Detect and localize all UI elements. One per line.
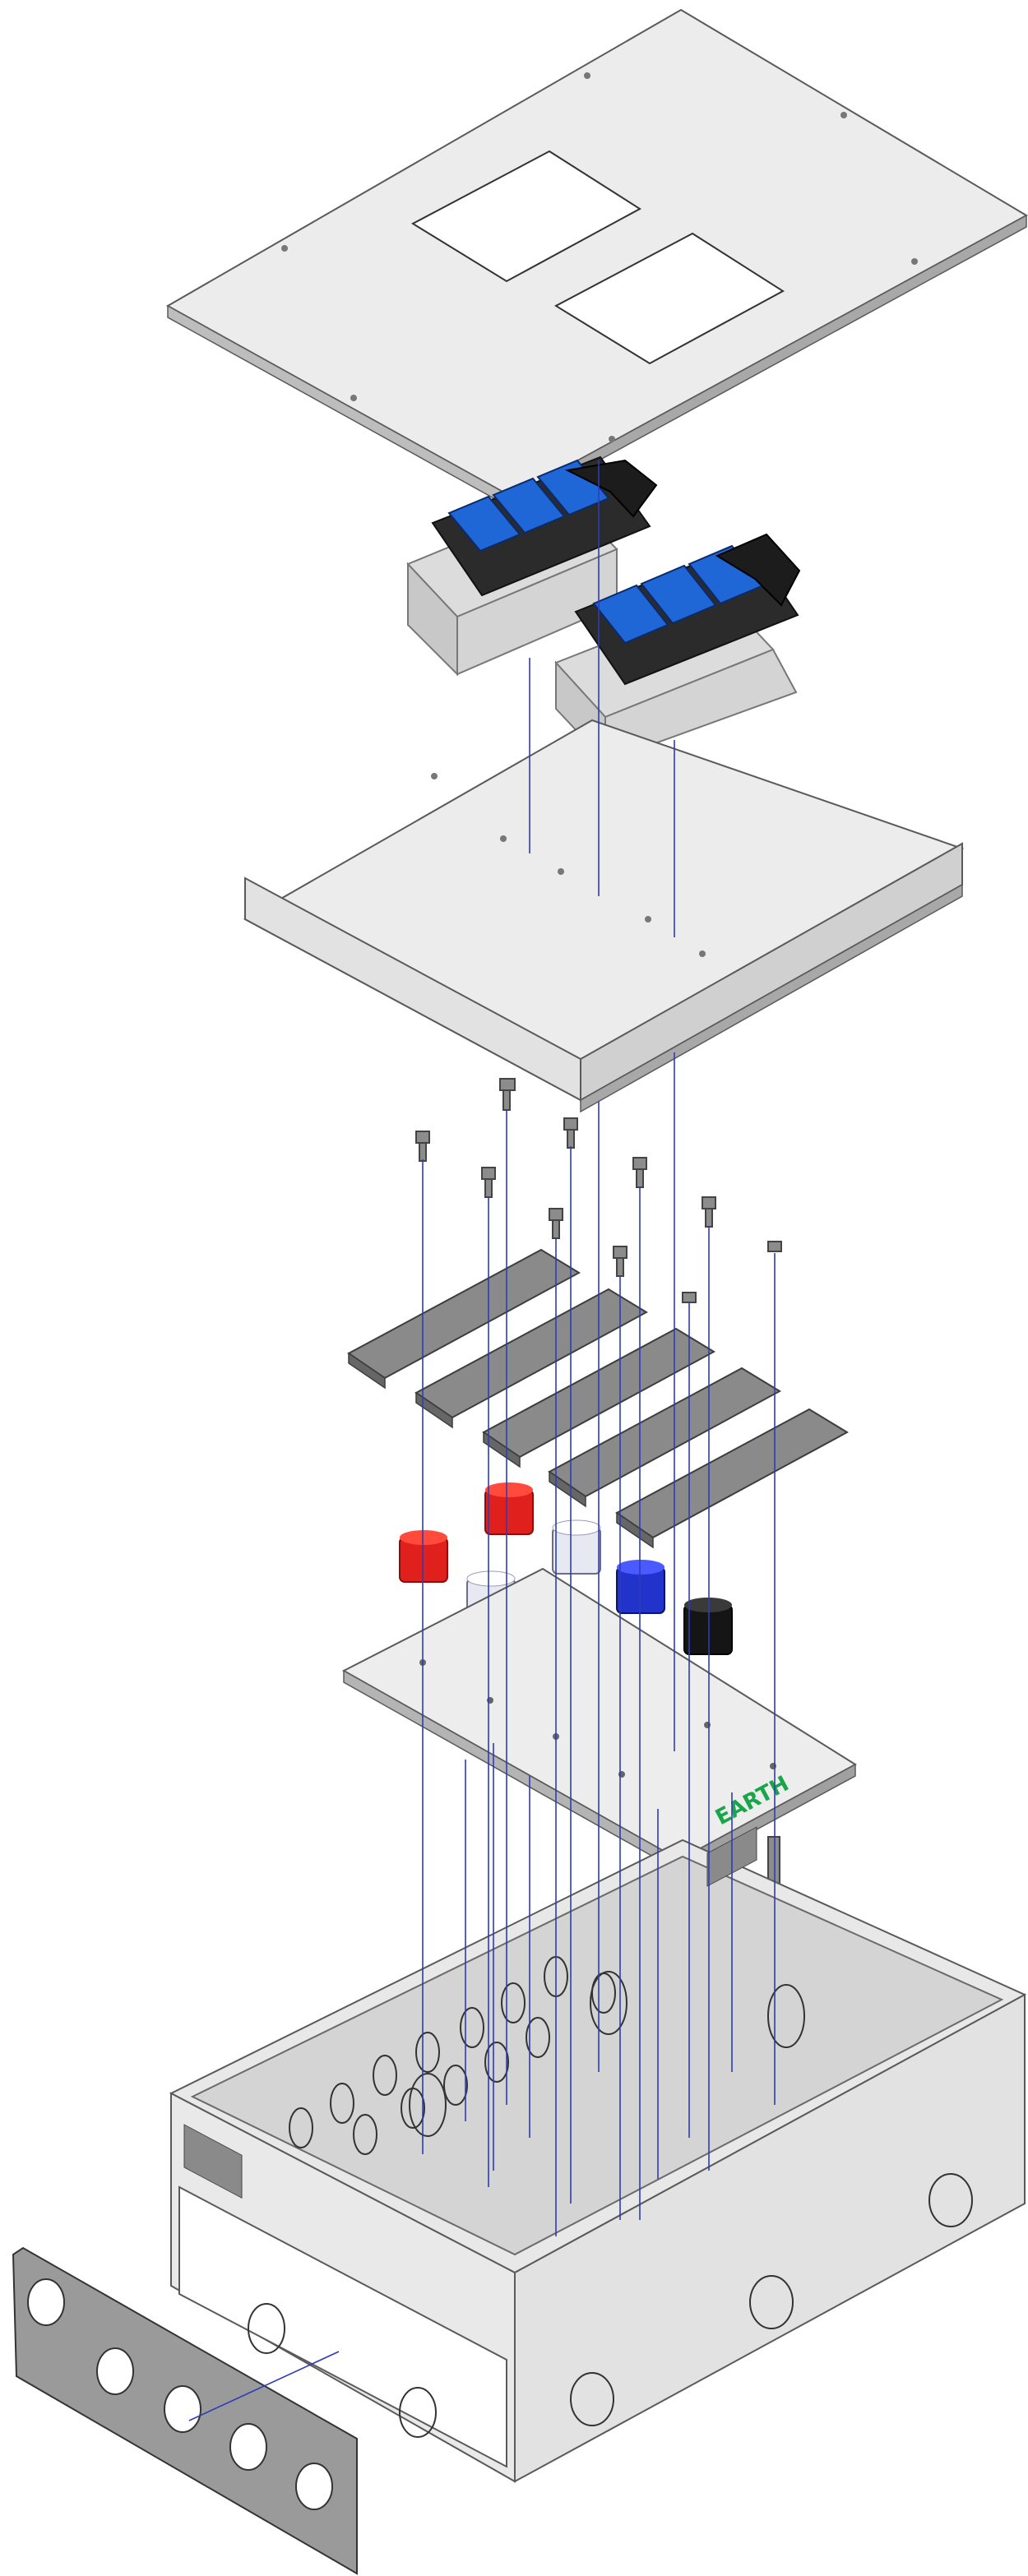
cover-cutout-2: [553, 232, 785, 365]
insulator-blue: [616, 1560, 665, 1614]
busbar-set: [347, 1248, 850, 1549]
enclosure-box: [169, 1826, 1027, 2483]
switch-fuse-unit-left: [406, 456, 658, 677]
cover-cutout-1: [410, 150, 641, 283]
assembly-lines: [188, 460, 776, 2421]
bolt-set: [415, 1078, 782, 1303]
mounting-tray: [243, 719, 965, 1113]
insulator-white: [552, 1519, 601, 1575]
top-cover-plate: [165, 8, 1028, 510]
switch-fuse-unit-right: [554, 533, 801, 764]
insulator-black: [683, 1598, 733, 1655]
gland-plate: [12, 2246, 358, 2575]
earth-base-plate: EARTH: [341, 1567, 857, 1928]
insulator-red: [484, 1482, 534, 1535]
insulator-red: [399, 1530, 448, 1583]
vent-grille: [183, 2124, 243, 2199]
